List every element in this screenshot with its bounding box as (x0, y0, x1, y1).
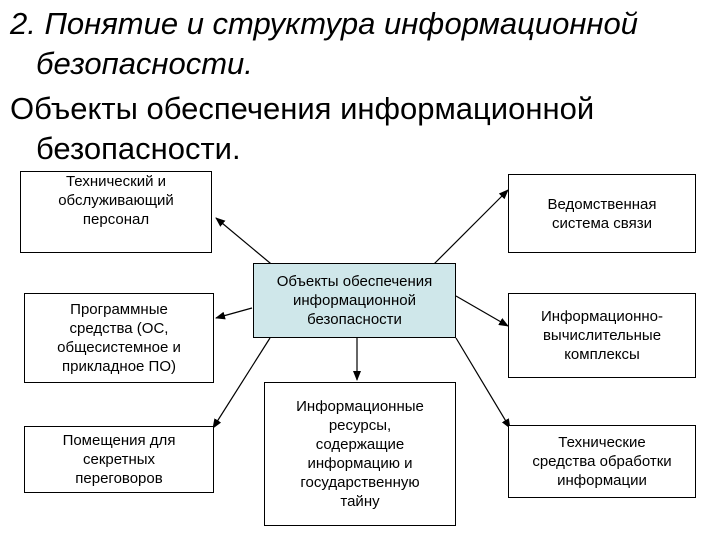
box-rooms-line: Помещения для (62, 432, 176, 449)
box-resources-line: тайну (340, 493, 380, 510)
slide-title-line-1: 2. Понятие и структура информационной (10, 6, 638, 41)
arrow-to-rooms (212, 337, 271, 429)
box-processing-line: средства обработки (532, 453, 672, 470)
box-resources-line: государственную (300, 474, 420, 491)
box-personnel-line: Технический и (65, 173, 167, 190)
box-computing-line: вычислительные (542, 327, 662, 344)
box-personnel: Технический и обслуживающий персонал (20, 171, 212, 253)
box-software-line: общесистемное и (57, 339, 181, 356)
box-processing: Технические средства обработки информаци… (508, 425, 696, 498)
box-center-objects: Объекты обеспечения информационной безоп… (253, 263, 456, 338)
box-processing-line: Технические (558, 434, 646, 451)
box-center-line: Объекты обеспечения (276, 273, 433, 290)
box-resources-line: Информационные (296, 398, 424, 415)
box-software-line: прикладное ПО) (61, 358, 176, 375)
arrow-to-computing (455, 295, 509, 327)
arrow-to-comm (429, 189, 509, 269)
slide-subtitle-line-1: Объекты обеспечения информационной (10, 91, 595, 126)
box-resources: Информационные ресурсы, содержащие инфор… (264, 382, 456, 526)
box-processing-line: информации (557, 472, 647, 489)
box-personnel-line: обслуживающий (58, 192, 174, 209)
box-software: Программные средства (ОС, общесистемное … (24, 293, 214, 383)
box-comm-line: система связи (552, 214, 652, 232)
box-rooms-line: секретных (82, 451, 156, 468)
box-computing-line: Информационно- (541, 308, 663, 325)
arrow-to-personnel (215, 217, 277, 269)
slide-subtitle: Объекты обеспечения информационной безоп… (10, 89, 594, 169)
arrow-to-software (215, 307, 253, 320)
box-comm: Ведомственная система связи (508, 174, 696, 253)
box-comm-line: Ведомственная (547, 195, 657, 213)
box-center-line: информационной (293, 292, 416, 309)
slide-title: 2. Понятие и структура информационной бе… (10, 4, 638, 84)
box-resources-line: ресурсы, (328, 417, 392, 434)
box-personnel-line: персонал (82, 211, 150, 228)
box-computing-line: комплексы (564, 346, 640, 363)
box-software-line: средства (ОС, (69, 320, 169, 337)
box-software-line: Программные (70, 301, 168, 318)
slide-title-line-2: безопасности. (36, 46, 253, 81)
box-center-line: безопасности (307, 311, 402, 328)
arrow-to-processing (455, 337, 511, 429)
box-resources-line: информацию и (307, 455, 413, 472)
box-computing: Информационно- вычислительные комплексы (508, 293, 696, 378)
slide-subtitle-line-2: безопасности. (36, 131, 241, 166)
box-resources-line: содержащие (315, 436, 405, 453)
box-rooms: Помещения для секретных переговоров (24, 426, 214, 493)
box-rooms-line: переговоров (75, 470, 163, 487)
